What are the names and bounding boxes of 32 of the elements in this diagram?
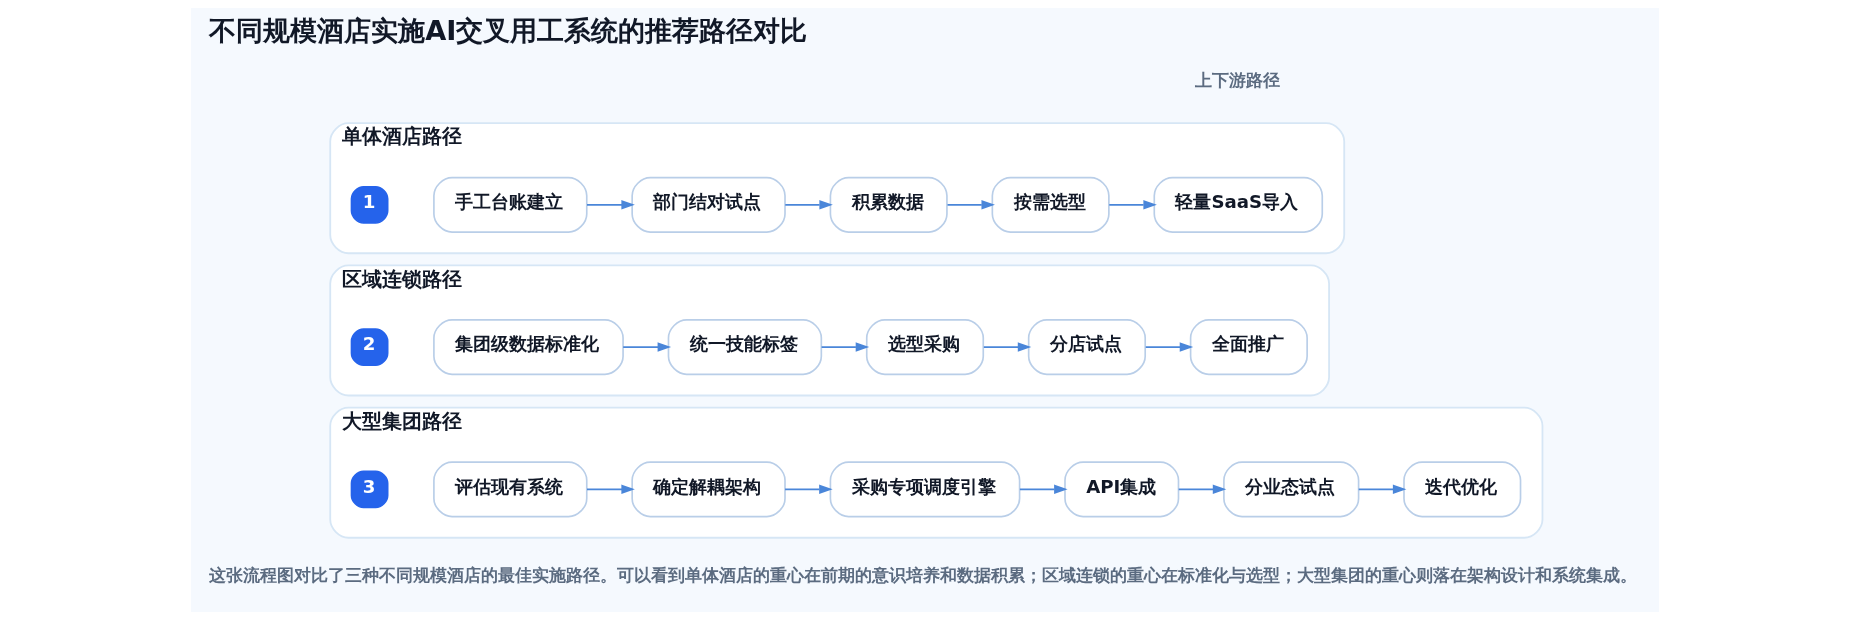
node-box: 部门结对试点 [631,176,786,233]
node-box: 集团级数据标准化 [433,319,624,376]
arrow [1144,342,1194,352]
arrow [784,200,833,210]
node-box: 分业态试点 [1223,461,1360,518]
node-box: 轻量SaaS导入 [1153,176,1324,233]
diagram-title: 不同规模酒店实施AI交叉用工系统的推荐路径对比 [209,15,808,47]
arrow [982,342,1032,352]
node-box: 分店试点 [1027,319,1147,376]
node-box: 按需选型 [991,176,1110,233]
arrow [586,484,635,495]
arrow [1177,484,1227,495]
arrow [1019,484,1068,495]
node-box: 统一技能标签 [667,319,823,376]
arrow [784,484,833,495]
node-box: 积累数据 [829,176,948,233]
node-box: 评估现有系统 [433,461,588,518]
arrow [622,342,672,352]
arrow [1108,200,1157,210]
node-box: 确定解耦架构 [631,461,786,518]
arrow [1357,484,1407,495]
label: 上下游路径 [1195,71,1281,91]
arrow [820,342,870,352]
node-box: API集成 [1064,461,1180,518]
node-box: 全面推广 [1189,319,1308,376]
node-box: 采购专项调度引擎 [829,461,1021,518]
node-box: 选型采购 [865,319,985,376]
node-box: 迭代优化 [1403,461,1522,518]
caption: 这张流程图对比了三种不同规模酒店的最佳实施路径。可以看到单体酒店的重心在前期的意识培养和数据积累；区域连锁的重心在标准化与选型；大型集团的重心则落在架构设计和系统集成。 [209,566,1638,586]
arrow [946,200,995,210]
node-box: 手工台账建立 [433,176,588,233]
arrow [586,200,635,210]
